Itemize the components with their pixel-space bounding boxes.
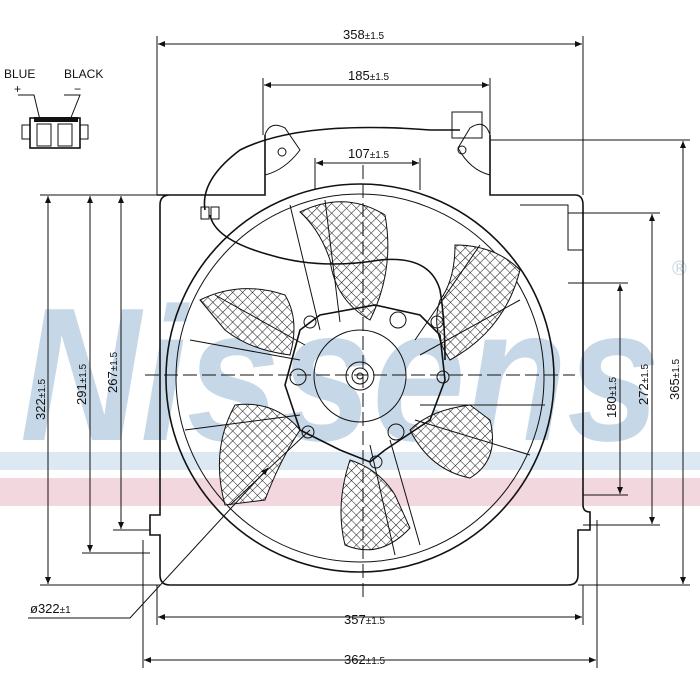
center-lines <box>145 165 575 600</box>
dim-362: 362±1.5 <box>344 652 386 667</box>
connector-detail: BLUE BLACK + − <box>4 67 103 149</box>
mounting-screws <box>289 311 450 469</box>
dim-107: 107±1.5 <box>348 146 390 161</box>
dim-322: 322±1.5 <box>33 378 48 420</box>
label-positive: + <box>14 82 21 96</box>
dimension-lines <box>45 41 686 663</box>
dim-272: 272±1.5 <box>636 363 651 405</box>
dim-267: 267±1.5 <box>105 351 120 393</box>
label-blue-wire: BLUE <box>4 67 35 81</box>
motor-plate <box>284 304 446 463</box>
dim-365: 365±1.5 <box>667 358 682 400</box>
diameter-leader <box>28 467 269 619</box>
wire-harness <box>203 126 460 361</box>
dim-fan-diameter: ø322±1 <box>30 601 71 616</box>
label-negative: − <box>74 82 81 96</box>
extension-lines <box>40 36 690 668</box>
dim-185: 185±1.5 <box>348 68 390 83</box>
motor-hub <box>313 329 407 423</box>
fan-connector <box>451 111 483 139</box>
dim-358: 358±1.5 <box>343 27 385 42</box>
dim-180: 180±1.5 <box>604 376 619 418</box>
dim-357: 357±1.5 <box>344 612 386 627</box>
label-black-wire: BLACK <box>64 67 103 81</box>
fan-assembly <box>145 111 575 600</box>
dimension-labels: 358±1.5 185±1.5 107±1.5 357±1.5 362±1.5 … <box>30 27 682 667</box>
fan-spokes <box>184 199 545 556</box>
watermark-registered: ® <box>672 258 687 280</box>
fan-blades <box>199 201 521 551</box>
dim-291: 291±1.5 <box>74 363 89 405</box>
